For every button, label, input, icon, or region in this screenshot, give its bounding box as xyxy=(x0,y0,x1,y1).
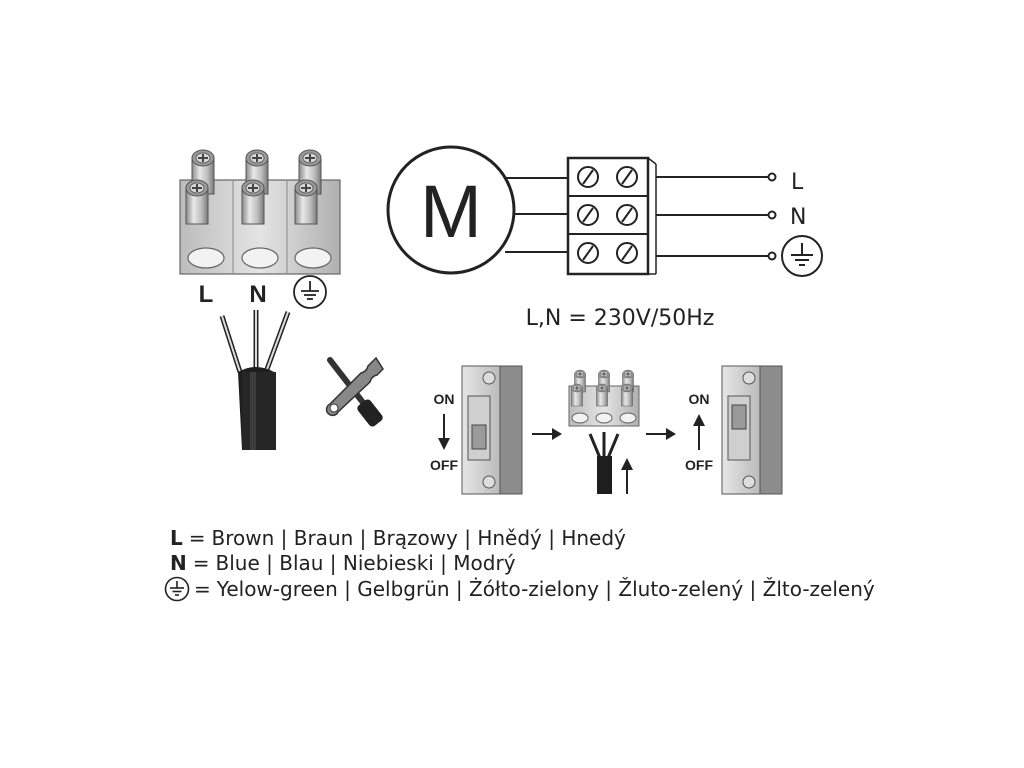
cable-small xyxy=(588,432,620,494)
screw-icon xyxy=(295,180,317,224)
legend-equals: = xyxy=(194,576,211,601)
legend-text-earth: Yelow-green | Gelbgrün | Żółto-zielony |… xyxy=(216,576,875,601)
arrow-down-icon xyxy=(438,414,450,450)
motor-letter: M xyxy=(420,170,482,253)
connector-block-small xyxy=(568,370,640,427)
arrow-up-icon xyxy=(693,414,705,450)
arrow-up-icon xyxy=(621,458,633,494)
connector-label-neutral: N xyxy=(249,281,266,308)
wire-colour-legend: L = Brown | Braun | Brązowy | Hnědý | Hn… xyxy=(162,526,875,602)
legend-text-live: Brown | Braun | Brązowy | Hnědý | Hnedý xyxy=(211,526,626,550)
arrow-right-icon xyxy=(646,428,676,440)
screw-icon xyxy=(242,180,264,224)
step3-on-label: ON xyxy=(689,391,710,407)
legend-key-neutral: N xyxy=(170,551,187,575)
motor xyxy=(386,145,516,275)
legend-row-earth: = Yelow-green | Gelbgrün | Żółto-zielony… xyxy=(162,576,875,602)
legend-row-live: L = Brown | Braun | Brązowy | Hnědý | Hn… xyxy=(162,526,875,551)
connector-label-live: L xyxy=(199,281,214,308)
tools-icon xyxy=(325,356,384,427)
motor-wires xyxy=(505,177,568,253)
arrow-right-icon xyxy=(532,428,562,440)
circuit-breaker xyxy=(461,365,523,495)
legend-key-live: L xyxy=(170,526,183,550)
earth-icon xyxy=(293,275,327,309)
legend-equals: = xyxy=(192,551,210,575)
connector-block xyxy=(179,150,341,275)
circuit-breaker xyxy=(721,365,783,495)
legend-equals: = xyxy=(188,526,206,550)
supply-wires xyxy=(656,172,777,261)
screw-icon xyxy=(186,180,208,224)
supply-rating: L,N = 230V/50Hz xyxy=(526,306,715,331)
step3-off-label: OFF xyxy=(685,457,713,473)
step1-on-label: ON xyxy=(434,391,455,407)
terminal-block xyxy=(566,156,657,276)
step1-off-label: OFF xyxy=(430,457,458,473)
earth-icon xyxy=(781,235,823,277)
terminal-label-neutral: N xyxy=(790,205,806,230)
terminal-label-live: L xyxy=(791,170,804,195)
legend-text-neutral: Blue | Blau | Niebieski | Modrý xyxy=(215,551,516,575)
legend-row-neutral: N = Blue | Blau | Niebieski | Modrý xyxy=(162,551,875,576)
cable xyxy=(219,310,291,450)
earth-icon xyxy=(164,576,190,602)
